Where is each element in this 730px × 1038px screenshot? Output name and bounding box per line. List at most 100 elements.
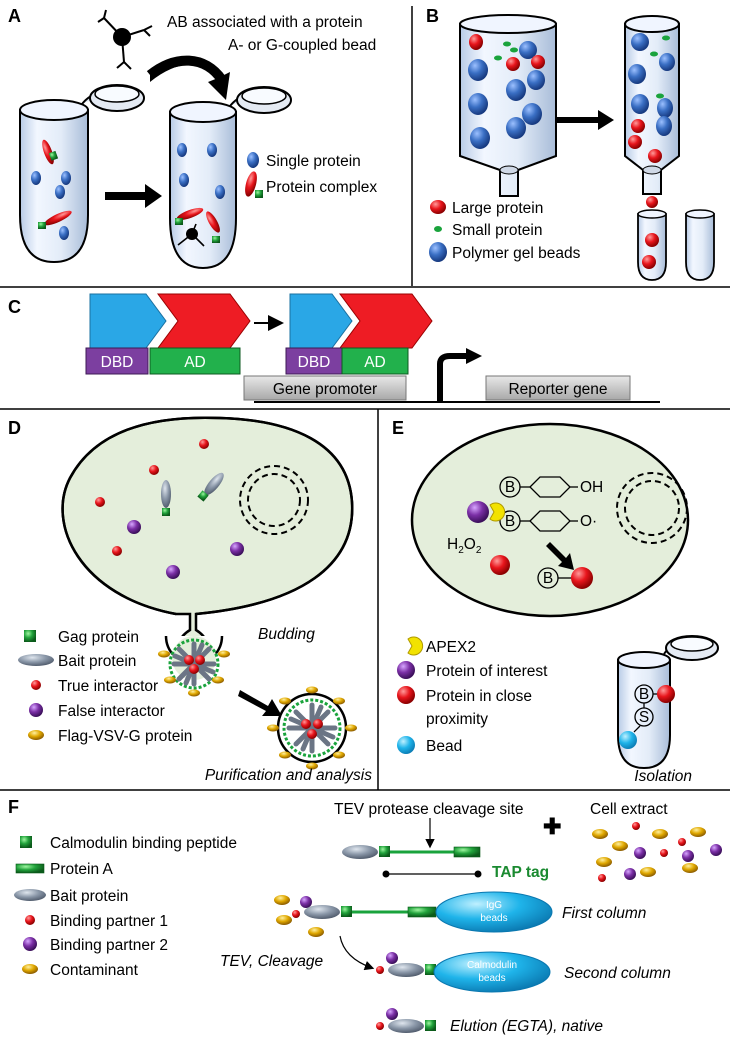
legend-e-1: Protein of interest	[426, 663, 548, 680]
igg-beads-label: beads	[480, 913, 507, 924]
legend-b-0: Large protein	[452, 200, 543, 217]
panel-a-letter: A	[8, 6, 21, 26]
legend-e-3: proximity	[426, 711, 488, 728]
legend-f-0: Calmodulin binding peptide	[50, 835, 237, 852]
phenoxyl-radical-icon: B O·	[499, 510, 597, 532]
reporter-gene-label: Reporter gene	[508, 381, 607, 398]
bait-protein-icon	[18, 654, 54, 666]
legend-f-5: Contaminant	[50, 962, 139, 979]
ad-label: AD	[184, 354, 206, 371]
legend-b-1: Small protein	[452, 222, 542, 239]
cell-outline	[61, 416, 354, 616]
igg-label: IgG	[486, 900, 502, 911]
budding-particle-icon	[158, 635, 230, 697]
legend-d-0: Gag protein	[58, 629, 139, 646]
nucleus-e-inner	[624, 480, 680, 536]
legend-f-4: Binding partner 2	[50, 937, 168, 954]
gag-protein-icon	[24, 630, 36, 642]
first-column-label: First column	[562, 905, 646, 922]
tev-cleavage-arrow-icon	[339, 935, 375, 971]
legend-d-3: False interactor	[58, 703, 165, 720]
prey-red-block-icon	[157, 293, 251, 349]
calmodulin-label: Calmodulin	[467, 960, 517, 971]
tap-bait-icon	[342, 845, 378, 859]
protein-complex-tag-icon	[255, 190, 263, 198]
elution-label: Elution (EGTA), native	[450, 1018, 603, 1035]
apex2-legend-icon	[407, 636, 424, 656]
h2o2-label: H2O2	[447, 536, 482, 556]
column-left-icon	[459, 14, 557, 197]
tube-right-icon	[169, 86, 292, 270]
panel-e-letter: E	[392, 418, 404, 438]
bait-cyan-block-icon	[89, 293, 167, 349]
panel-a: A AB associated with a protein A- or G-c…	[8, 6, 377, 270]
true-interactor-icon	[31, 680, 41, 690]
tev-site-label: TEV protease cleavage site	[334, 801, 524, 818]
gene-promoter-box	[243, 375, 407, 401]
bait-cyan-block-bound-icon	[289, 293, 353, 349]
proximal-protein-icon	[490, 555, 510, 575]
transcription-arrow-icon	[437, 353, 468, 402]
cell-extract-particles-icon	[592, 822, 722, 882]
gel-bead-icon	[429, 242, 447, 262]
panel-d-footer: Purification and analysis	[205, 767, 372, 784]
nucleus-inner	[247, 473, 301, 527]
binding-partner2-icon	[23, 937, 37, 951]
panel-f-letter: F	[8, 797, 19, 817]
ad-box	[149, 347, 241, 375]
arrow-e-icon	[546, 542, 574, 570]
ad-label-bound: AD	[364, 354, 386, 371]
curved-arrow-shaft	[146, 55, 227, 84]
column-right-icon	[624, 15, 680, 208]
tap-bracket-end	[474, 870, 482, 878]
biotin-label-1: B	[505, 479, 515, 496]
reporter-gene-box	[485, 375, 631, 401]
legend-f-1: Protein A	[50, 861, 114, 878]
panel-f: F Calmodulin binding peptide Protein A B…	[8, 797, 722, 1035]
panel-d-letter: D	[8, 418, 21, 438]
bead-legend-icon	[397, 736, 415, 754]
elution-complex-icon	[376, 1008, 436, 1033]
bait-protein-f-icon	[14, 889, 46, 901]
single-protein-icon	[247, 152, 259, 168]
legend-a-1: Protein complex	[266, 179, 377, 196]
small-protein-icon	[434, 226, 442, 232]
o-radical-label: O·	[580, 513, 597, 530]
budding-label: Budding	[258, 626, 315, 643]
protein-a-icon	[15, 863, 45, 874]
dbd-label: DBD	[101, 354, 134, 371]
legend-f-3: Binding partner 1	[50, 913, 168, 930]
tap-tag-label: TAP tag	[492, 864, 549, 881]
panel-dividers	[0, 6, 730, 791]
cbp-icon	[20, 836, 32, 848]
cell-body	[61, 416, 354, 658]
dbd-box	[85, 347, 149, 375]
arrow-b-icon	[556, 110, 614, 130]
streptavidin-label: S	[639, 709, 649, 726]
tap-protein-a-icon	[453, 846, 481, 858]
legend-d-1: Bait protein	[58, 653, 136, 670]
legend-a-0: Single protein	[266, 153, 361, 170]
panel-a-caption-line2: A- or G-coupled bead	[228, 37, 376, 54]
flag-vsvg-icon	[28, 730, 44, 740]
calmodulin-beads	[433, 951, 551, 993]
tev-cleavage-label: TEV, Cleavage	[220, 953, 323, 970]
protein-complex-icon	[245, 171, 257, 197]
legend-e-4: Bead	[426, 738, 462, 755]
prey-red-block-bound-icon	[339, 293, 433, 349]
panel-d: D	[8, 416, 372, 784]
false-interactor-icon	[29, 703, 43, 717]
arrow-a-icon	[105, 184, 162, 208]
second-column-label: Second column	[564, 965, 671, 982]
tap-cbp-icon	[379, 846, 390, 857]
panel-a-caption-line1: AB associated with a protein	[167, 14, 363, 31]
biotin-label-3: B	[543, 570, 553, 587]
gene-promoter-label: Gene promoter	[273, 381, 377, 398]
cell-e-body	[410, 422, 690, 618]
antibody-bead-icon	[97, 9, 153, 70]
legend-e-0: APEX2	[426, 639, 476, 656]
legend-b-2: Polymer gel beads	[452, 245, 581, 262]
first-column-complex-icon	[274, 895, 437, 937]
nucleus-outer	[239, 465, 309, 535]
